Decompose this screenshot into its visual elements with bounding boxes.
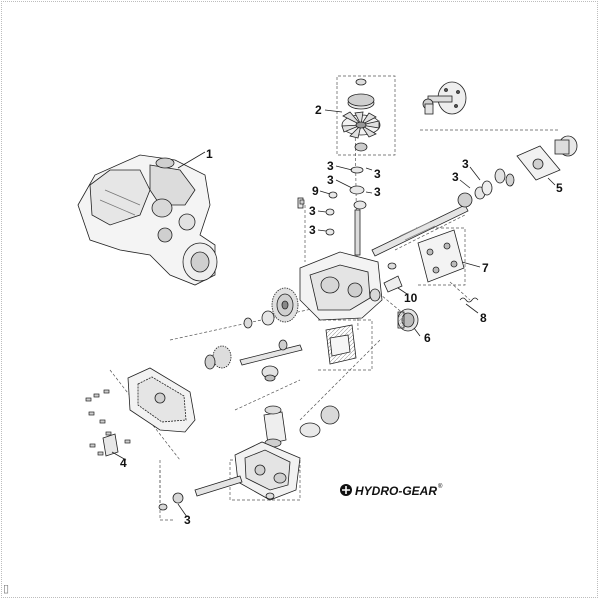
- callout-3: 3: [462, 157, 469, 171]
- hatched-plate: [325, 324, 357, 365]
- callout-5: 5: [556, 181, 563, 195]
- callout-3: 3: [327, 159, 334, 173]
- callout-3: 3: [184, 513, 191, 527]
- callout-2: 2: [315, 103, 322, 117]
- callout-3: 3: [309, 223, 316, 237]
- seal-stack: [297, 166, 367, 256]
- gear-train: [204, 310, 303, 382]
- callout-1: 1: [206, 147, 213, 161]
- input-flange: [422, 81, 467, 115]
- fan-blades: [341, 111, 380, 139]
- callout-3: 3: [309, 204, 316, 218]
- callout-3: 3: [374, 185, 381, 199]
- callout-10: 10: [404, 291, 418, 305]
- spring-part: [459, 297, 479, 303]
- callout-3: 3: [327, 173, 334, 187]
- callout-7: 7: [482, 261, 489, 275]
- large-gear: [271, 287, 299, 323]
- bottom-housing: [158, 441, 301, 511]
- clip-part: [383, 262, 403, 293]
- callout-3: 3: [374, 167, 381, 181]
- left-cover: [127, 367, 196, 433]
- fan-pulley-group: [341, 78, 381, 152]
- small-bracket: [102, 433, 119, 457]
- callout-3: 3: [452, 170, 459, 184]
- side-plate: [417, 229, 465, 283]
- hydro-gear-logo: HYDRO-GEAR ®: [335, 482, 446, 499]
- callout-labels: 1 2 3 3 3 3 3 3 3 3 3 4 5 6 7 8 9 10: [120, 103, 563, 527]
- registered-mark: ®: [438, 483, 443, 490]
- leader-lines: [111, 109, 556, 518]
- callout-8: 8: [480, 311, 487, 325]
- transmission-assembly: [77, 154, 218, 286]
- callout-9: 9: [312, 184, 319, 198]
- bracket-assembly: [481, 135, 578, 196]
- corner-glyph: ▯: [3, 583, 10, 595]
- bolts-left: [85, 199, 305, 456]
- logo-text: HYDRO-GEAR: [355, 484, 437, 498]
- differential-cage: [263, 405, 340, 448]
- callout-4: 4: [120, 456, 127, 470]
- bearing-part: [397, 308, 419, 332]
- callout-6: 6: [424, 331, 431, 345]
- center-housing: [299, 251, 383, 321]
